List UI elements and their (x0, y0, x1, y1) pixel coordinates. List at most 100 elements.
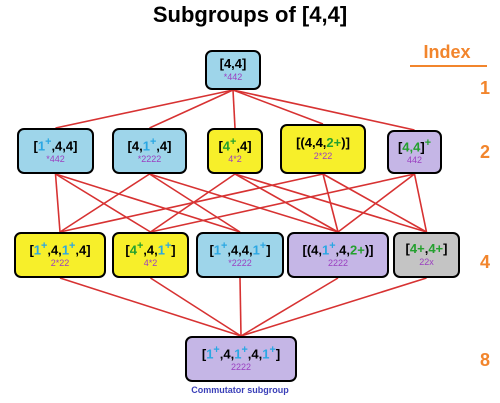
label-segment: + (69, 240, 76, 253)
node-label: [1+,4,1+,4,1+] (202, 345, 280, 361)
edge-n44p-n41p42p (337, 173, 415, 233)
edge-n1p44-n4p41p (55, 173, 151, 233)
label-segment: )] (341, 135, 350, 151)
label-segment: ,4,4] (51, 138, 78, 154)
label-segment: ,4, (335, 242, 351, 258)
node-4-4-2plus: [(4,4,2+)]2*22 (280, 124, 366, 174)
label-segment: + (221, 240, 228, 253)
label-segment: ] (420, 139, 425, 155)
label-segment: [(4, (302, 242, 322, 258)
node-commutator-subgroup: [1+,4,1+,4,1+]2222 (185, 336, 297, 382)
label-segment: 1 (157, 242, 165, 258)
label-segment: [ (209, 242, 214, 258)
edge-n44-n442p (232, 89, 324, 125)
label-segment: ] (171, 242, 176, 258)
edge-n44-n1p44 (55, 89, 234, 129)
edge-n4p4-n41p42p (234, 173, 339, 233)
edge-n4p41p-ncomm (150, 277, 242, 337)
edge-n1p41p4-ncomm (59, 277, 242, 337)
index-header: Index (423, 42, 471, 62)
node-1plus-4-1plus-4: [1+,4,1+,4]2*22 (14, 232, 106, 278)
label-segment: 1 (37, 138, 46, 154)
label-segment: [(4,4, (296, 135, 327, 151)
label-segment: [ (125, 242, 130, 258)
edge-n41p4-n41p42p (149, 173, 339, 233)
node-label: [4+,4+] (406, 242, 448, 256)
label-segment: 1 (321, 242, 330, 258)
label-segment: + (41, 240, 48, 253)
edge-n442p-n4p4p (322, 173, 427, 233)
index-underline (410, 65, 487, 67)
node-label: [4,4]+ (398, 138, 431, 154)
node-label: [1+,4,4] (34, 137, 78, 153)
index-level-2: 2 (479, 142, 490, 162)
node-1plus-4-4-1plus: [1+,4,4,1+]*2222 (196, 232, 284, 278)
label-segment: + (241, 344, 248, 357)
label-segment: [ (405, 241, 410, 257)
orbifold-notation: 2222 (230, 362, 252, 373)
label-segment: + (230, 136, 237, 149)
node-label: [1+,4,4,1+] (209, 241, 270, 257)
label-segment: [ (397, 139, 403, 155)
label-segment: 1 (234, 346, 242, 362)
orbifold-notation: 4*2 (228, 154, 242, 165)
label-segment: 1 (33, 242, 42, 258)
edge-n1p441p-ncomm (239, 277, 242, 337)
node-4-4: [4,4]*442 (205, 50, 261, 90)
edge-n44-n41p4 (149, 89, 234, 129)
orbifold-notation: *2222 (228, 258, 252, 269)
node-4-4-plus: [4,4]+442 (387, 130, 442, 174)
edge-n442p-n41p42p (322, 173, 339, 233)
label-segment: [ (29, 242, 34, 258)
label-segment: ,4] (236, 138, 252, 154)
orbifold-notation: 442 (406, 155, 423, 166)
node-4-1plus-4-2plus: [(4,1+,4,2+)] 2222 (287, 232, 389, 278)
label-segment: ,4, (219, 346, 235, 362)
label-segment: ,4] (156, 138, 172, 154)
label-segment: 1 (252, 242, 260, 258)
label-segment: 1 (262, 346, 270, 362)
label-segment: [4, (127, 138, 143, 154)
label-segment: 2+ (350, 242, 365, 258)
edge-n1p44-n1p41p4 (54, 173, 61, 233)
label-segment: 4 (222, 138, 231, 154)
label-segment: 1 (61, 242, 70, 258)
node-label: [4,1+,4] (128, 137, 172, 153)
orbifold-notation: *442 (46, 154, 65, 165)
edge-n41p42p-ncomm (240, 277, 339, 337)
label-segment: , (424, 241, 429, 257)
label-segment: + (149, 136, 157, 149)
label-segment: + (329, 240, 336, 253)
edge-n44p-n4p41p (150, 173, 415, 233)
index-level-4: 4 (479, 252, 490, 272)
label-segment: 1 (206, 346, 214, 362)
label-segment: ,4, (143, 242, 158, 258)
label-segment: 2+ (326, 135, 342, 151)
orbifold-notation: 2222 (327, 258, 349, 269)
edge-n44-n4p4 (232, 89, 236, 129)
edge-n442p-n1p41p4 (59, 173, 324, 233)
orbifold-notation: 2*22 (50, 258, 70, 269)
label-segment: 4+ (409, 241, 425, 257)
label-segment: [ (218, 138, 223, 154)
index-level-8: 8 (479, 350, 490, 370)
label-segment: ,4,4, (227, 242, 253, 258)
node-4plus-4plus: [4+,4+]22x (393, 232, 460, 278)
orbifold-notation: 22x (419, 257, 434, 268)
node-label: [4+,4,1+] (125, 241, 175, 257)
node-4plus-4: [4+,4]4*2 (207, 128, 263, 174)
orbifold-notation: *2222 (137, 154, 162, 165)
label-segment: ] (275, 346, 281, 362)
node-1plus-4-4: [1+,4,4]*442 (17, 128, 94, 174)
label-segment: + (136, 240, 144, 253)
label-segment: ,4, (47, 242, 62, 258)
label-segment: 1 (142, 138, 150, 154)
edge-n41p4-n1p41p4 (59, 173, 150, 233)
node-4-1plus-4: [4,1+,4]*2222 (112, 128, 187, 174)
label-segment: )] (364, 242, 374, 258)
node-4plus-4-1plus: [4+,4,1+]4*2 (112, 232, 189, 278)
node-label: [(4,4,2+)] (296, 136, 350, 150)
label-segment: 4,4 (402, 139, 421, 155)
label-segment: + (45, 136, 52, 149)
